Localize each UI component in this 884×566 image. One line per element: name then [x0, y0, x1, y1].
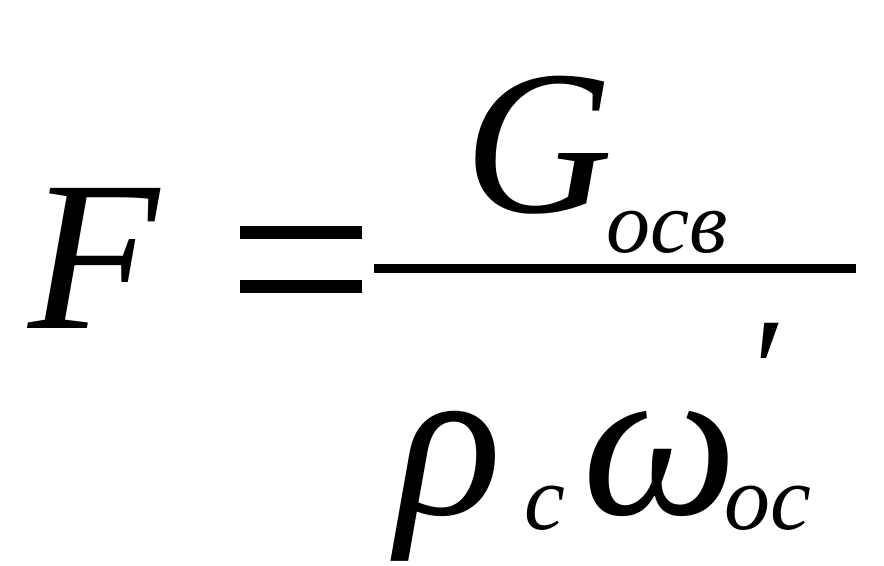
denominator-velocity-prime: ′: [744, 288, 777, 454]
numerator-subscript: осв: [606, 175, 728, 272]
lhs-variable: F: [28, 138, 159, 375]
fraction-bar: [374, 264, 856, 273]
denominator-density-symbol: ρ: [396, 318, 502, 562]
denominator-velocity-symbol: ω: [582, 318, 738, 562]
equals-sign-bottom-bar: [240, 280, 362, 293]
denominator-density-subscript: с: [524, 447, 565, 549]
equals-sign-top-bar: [240, 226, 362, 239]
numerator-symbol: G: [464, 28, 613, 257]
denominator-velocity-subscript: ос: [724, 447, 811, 549]
